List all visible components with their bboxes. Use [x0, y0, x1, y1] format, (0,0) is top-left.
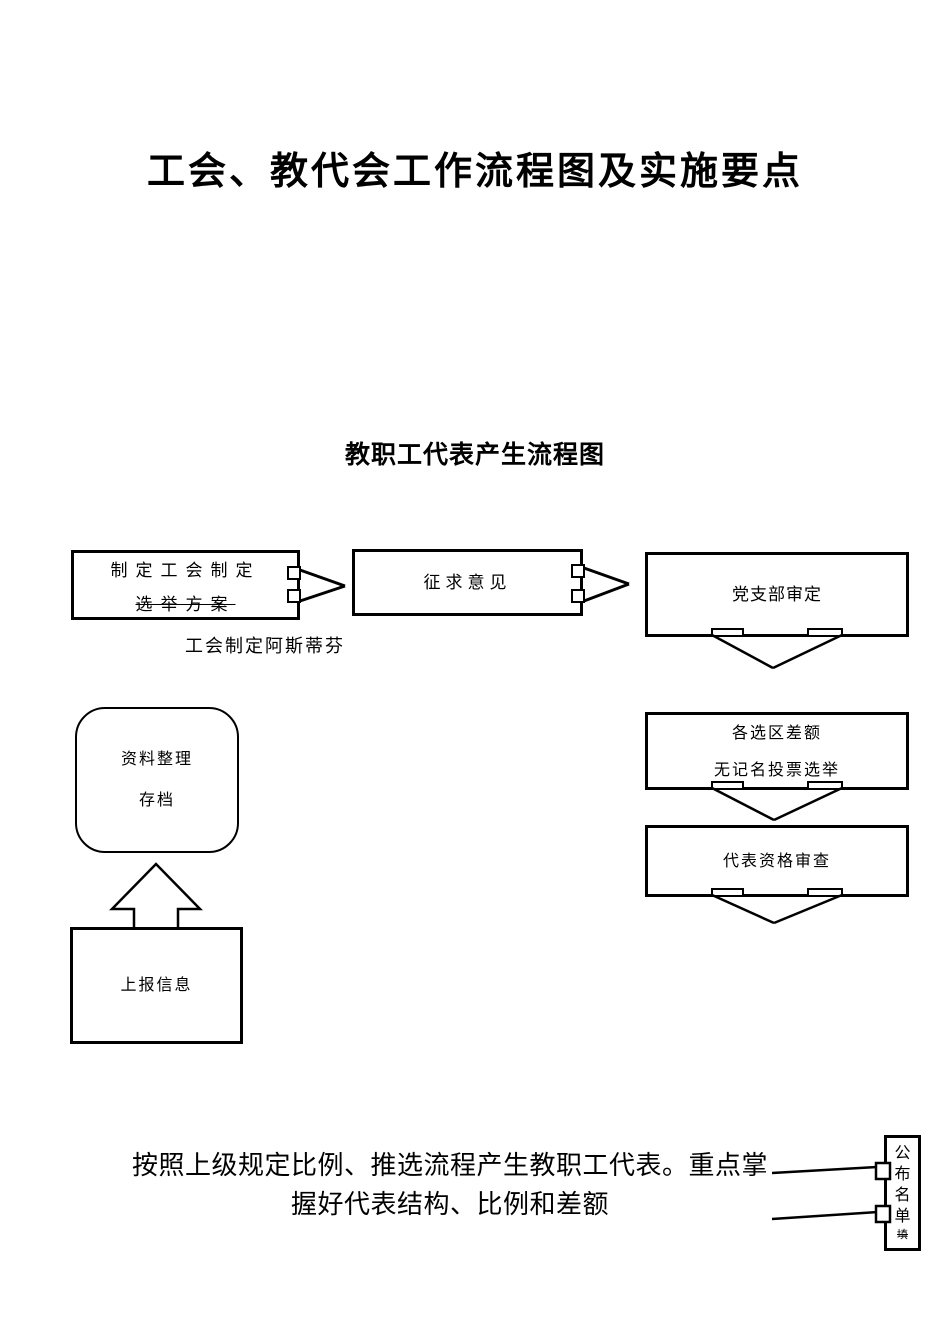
side-label-char: 布	[894, 1166, 911, 1183]
qualification-box-label: 代表资格审查	[722, 852, 831, 870]
block-up-arrow-icon	[109, 862, 203, 928]
plan-box: 制定工会制定 选举方案	[71, 550, 300, 620]
footer-text: 按照上级规定比例、推选流程产生教职工代表。重点掌 握好代表结构、比例和差额	[110, 1146, 790, 1224]
opinions-box: 征求意见	[352, 549, 583, 616]
report-box: 上报信息	[70, 927, 243, 1044]
arrow-outline	[109, 862, 203, 928]
arrow-lines	[711, 893, 843, 925]
arrow-lines	[299, 568, 346, 603]
plan-box-line2-strikethrough: 选举方案	[135, 595, 236, 614]
arrow-lines	[711, 633, 843, 670]
archive-box: 资料整理 存档	[75, 707, 239, 853]
party-review-box: 党支部审定	[645, 552, 909, 637]
election-box: 各选区差额 无记名投票选举	[645, 712, 909, 790]
archive-box-line2: 存档	[138, 792, 175, 809]
opinions-box-label: 征求意见	[423, 573, 512, 592]
side-label-char: 单	[894, 1208, 911, 1225]
side-label-char: 名	[894, 1187, 911, 1204]
plan-box-line1: 制定工会制定	[110, 561, 261, 580]
qualification-box: 代表资格审查	[645, 825, 909, 897]
footer-line1: 按照上级规定比例、推选流程产生教职工代表。重点掌	[131, 1151, 768, 1180]
side-label-char: 公	[894, 1145, 911, 1162]
archive-box-line1: 资料整理	[120, 751, 193, 768]
side-label-box: 公 布 名 单 填	[884, 1135, 921, 1251]
plan-caption: 工会制定阿斯蒂芬	[185, 636, 345, 656]
party-review-box-label: 党支部审定	[732, 585, 822, 604]
election-box-line2: 无记名投票选举	[713, 762, 840, 779]
report-box-label: 上报信息	[120, 977, 193, 994]
footer-line2: 握好代表结构、比例和差额	[290, 1190, 609, 1219]
flowchart-subtitle: 教职工代表产生流程图	[344, 442, 605, 469]
side-label-struck-char: 填	[897, 1229, 908, 1241]
arrow-lines	[711, 786, 843, 822]
page-title: 工会、教代会工作流程图及实施要点	[146, 151, 803, 193]
election-box-line1: 各选区差额	[731, 725, 822, 742]
arrow-lines	[583, 566, 630, 603]
